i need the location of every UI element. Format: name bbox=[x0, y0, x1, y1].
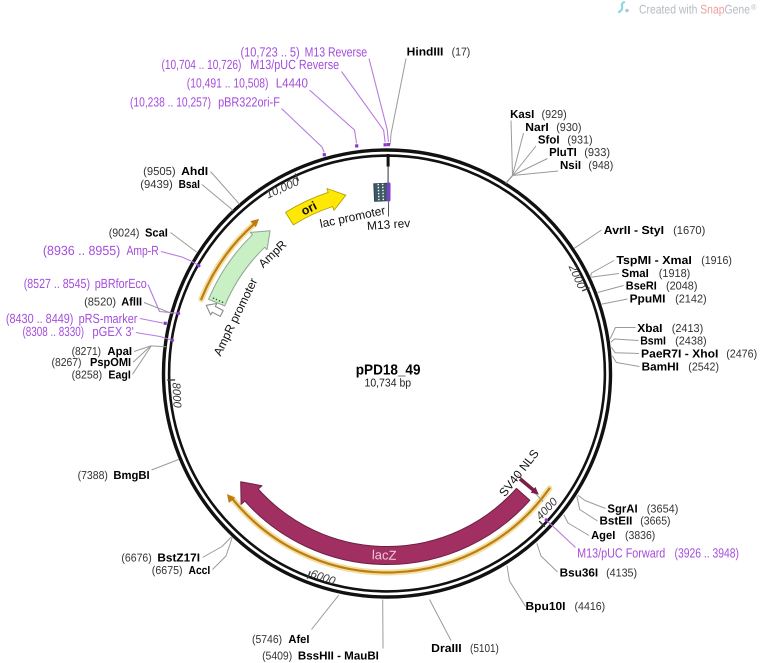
svg-text:(8936 .. 8955): (8936 .. 8955) bbox=[43, 243, 120, 258]
svg-text:M13 rev: M13 rev bbox=[366, 216, 410, 233]
svg-text:(8308 .. 8330): (8308 .. 8330) bbox=[23, 324, 85, 339]
svg-text:Amp-R: Amp-R bbox=[127, 243, 159, 258]
svg-text:KasI: KasI bbox=[510, 108, 534, 121]
svg-text:(2413): (2413) bbox=[672, 323, 704, 335]
svg-text:(3926 .. 3948): (3926 .. 3948) bbox=[675, 546, 740, 561]
svg-text:M13/pUC Forward: M13/pUC Forward bbox=[577, 546, 665, 561]
svg-text:8000: 8000 bbox=[170, 382, 183, 409]
svg-text:(931): (931) bbox=[567, 135, 592, 147]
svg-text:(948): (948) bbox=[588, 160, 613, 172]
svg-text:(4135): (4135) bbox=[606, 567, 637, 579]
svg-text:AfeI: AfeI bbox=[288, 633, 309, 646]
svg-text:(8267): (8267) bbox=[52, 357, 82, 369]
svg-text:Bpu10I: Bpu10I bbox=[526, 600, 566, 613]
svg-text:(5746): (5746) bbox=[252, 634, 282, 646]
svg-text:BmgBI: BmgBI bbox=[113, 469, 149, 482]
svg-text:(929): (929) bbox=[542, 109, 567, 121]
svg-text:ScaI: ScaI bbox=[145, 226, 168, 239]
svg-text:(1918): (1918) bbox=[659, 268, 691, 280]
svg-text:pRS-marker: pRS-marker bbox=[79, 311, 138, 326]
svg-text:AgeI: AgeI bbox=[591, 529, 615, 542]
svg-text:(8527 .. 8545): (8527 .. 8545) bbox=[24, 276, 90, 291]
svg-text:BstZ17I: BstZ17I bbox=[157, 552, 200, 565]
svg-text:(2048): (2048) bbox=[666, 280, 698, 292]
svg-text:Bsu36I: Bsu36I bbox=[560, 566, 599, 579]
svg-text:SgrAI: SgrAI bbox=[607, 502, 637, 515]
svg-text:(2438): (2438) bbox=[675, 336, 707, 348]
svg-text:PluTI: PluTI bbox=[549, 146, 577, 159]
svg-text:AflII: AflII bbox=[121, 296, 142, 309]
svg-text:M13/pUC Reverse: M13/pUC Reverse bbox=[250, 57, 339, 72]
svg-text:DraIII: DraIII bbox=[431, 642, 462, 655]
svg-text:M13 Reverse: M13 Reverse bbox=[305, 44, 368, 59]
svg-text:(1670): (1670) bbox=[673, 225, 705, 237]
svg-text:10,000: 10,000 bbox=[264, 176, 301, 202]
svg-text:(17): (17) bbox=[452, 46, 471, 58]
svg-text:(1916): (1916) bbox=[701, 255, 732, 267]
svg-text:AvrII - StyI: AvrII - StyI bbox=[604, 224, 664, 237]
svg-text:(8430 .. 8449): (8430 .. 8449) bbox=[6, 311, 74, 326]
svg-text:BstEII: BstEII bbox=[600, 515, 633, 528]
svg-text:SmaI: SmaI bbox=[622, 267, 649, 280]
svg-text:ori: ori bbox=[299, 199, 319, 219]
svg-text:pBRforEco: pBRforEco bbox=[95, 276, 147, 291]
svg-text:(8258): (8258) bbox=[72, 370, 103, 382]
svg-text:(8520): (8520) bbox=[84, 297, 116, 309]
svg-text:NarI: NarI bbox=[525, 121, 549, 134]
svg-text:(9505): (9505) bbox=[143, 166, 176, 178]
svg-text:(10,704 .. 10,726): (10,704 .. 10,726) bbox=[162, 57, 242, 72]
svg-text:(8271): (8271) bbox=[72, 346, 102, 358]
svg-text:BamHI: BamHI bbox=[642, 361, 679, 374]
svg-text:(7388): (7388) bbox=[78, 470, 108, 482]
svg-text:(9024): (9024) bbox=[109, 227, 140, 239]
svg-text:®: ® bbox=[751, 3, 757, 12]
svg-text:NsiI: NsiI bbox=[560, 159, 581, 172]
svg-text:(3654): (3654) bbox=[647, 503, 679, 515]
svg-text:(6676): (6676) bbox=[121, 553, 152, 565]
svg-text:pPD18_49: pPD18_49 bbox=[356, 363, 421, 379]
svg-text:10,734 bp: 10,734 bp bbox=[365, 377, 412, 389]
svg-text:Created with SnapGene: Created with SnapGene bbox=[639, 3, 750, 17]
svg-text:pGEX 3': pGEX 3' bbox=[92, 324, 133, 339]
svg-text:(2542): (2542) bbox=[688, 362, 719, 374]
svg-text:BssHII - MauBI: BssHII - MauBI bbox=[298, 650, 379, 663]
svg-text:BsmI: BsmI bbox=[640, 335, 666, 348]
svg-text:(2142): (2142) bbox=[675, 294, 707, 306]
svg-text:lacZ: lacZ bbox=[372, 547, 397, 563]
svg-text:PspOMI: PspOMI bbox=[90, 356, 131, 369]
svg-text:TspMI - XmaI: TspMI - XmaI bbox=[616, 254, 691, 267]
svg-text:EagI: EagI bbox=[108, 369, 130, 382]
svg-text:pBR322ori-F: pBR322ori-F bbox=[218, 94, 280, 109]
svg-text:(933): (933) bbox=[584, 147, 610, 159]
svg-text:HindIII: HindIII bbox=[407, 45, 444, 58]
svg-text:BsaI: BsaI bbox=[179, 178, 200, 191]
svg-text:(3665): (3665) bbox=[640, 516, 670, 528]
svg-text:(9439): (9439) bbox=[140, 179, 173, 191]
svg-text:(3836): (3836) bbox=[625, 530, 655, 542]
svg-text:AccI: AccI bbox=[189, 564, 211, 577]
svg-text:ApaI: ApaI bbox=[107, 345, 132, 358]
svg-text:L4440: L4440 bbox=[276, 76, 308, 91]
svg-text:XbaI: XbaI bbox=[637, 322, 662, 335]
svg-text:(5409): (5409) bbox=[262, 651, 292, 663]
svg-text:(6675): (6675) bbox=[152, 565, 183, 577]
svg-text:PaeR7I - XhoI: PaeR7I - XhoI bbox=[641, 348, 718, 361]
svg-text:BseRI: BseRI bbox=[626, 279, 657, 292]
svg-text:(10,491 .. 10,508): (10,491 .. 10,508) bbox=[187, 76, 269, 91]
svg-text:SfoI: SfoI bbox=[538, 134, 560, 147]
svg-text:PpuMI: PpuMI bbox=[630, 293, 666, 306]
svg-text:(10,238 .. 10,257): (10,238 .. 10,257) bbox=[130, 94, 211, 109]
svg-text:(10,723 .. 5): (10,723 .. 5) bbox=[241, 44, 300, 59]
svg-text:(5101): (5101) bbox=[470, 643, 499, 655]
svg-text:(2476): (2476) bbox=[726, 349, 757, 361]
svg-text:(930): (930) bbox=[556, 122, 581, 134]
svg-text:AhdI: AhdI bbox=[181, 165, 208, 178]
svg-text:(4416): (4416) bbox=[575, 601, 606, 613]
